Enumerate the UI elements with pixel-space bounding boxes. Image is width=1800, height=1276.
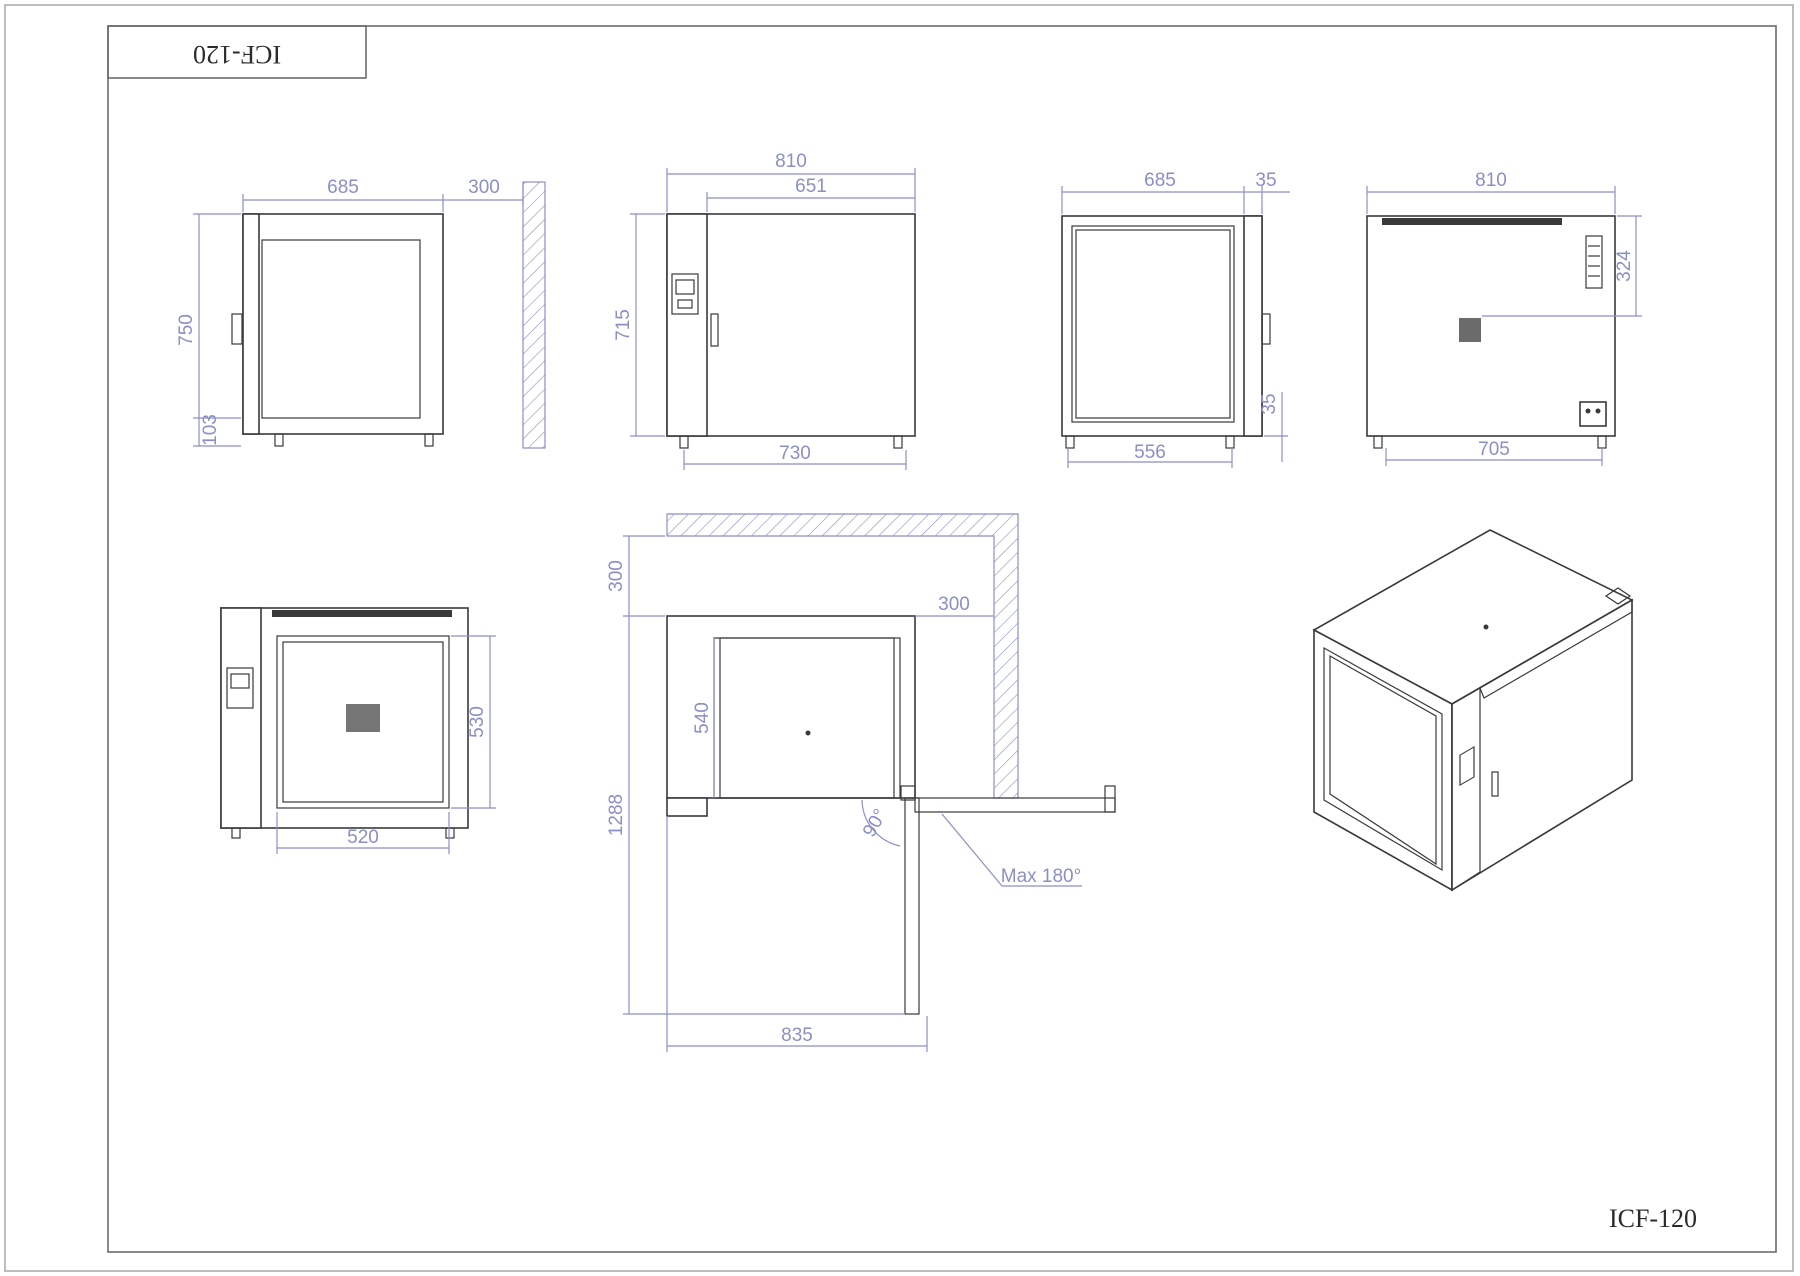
interior-view: 530 520 (220, 607, 496, 854)
dim-side-right-depth: 685 (1144, 170, 1176, 191)
iso-door-handle (1491, 771, 1499, 797)
bottom-model-label: ICF-120 (1609, 1204, 1697, 1233)
interior-fan-grille (346, 704, 380, 732)
dim-rear-vent-height: 324 (1614, 250, 1635, 282)
control-panel-display (671, 273, 699, 315)
dim-plan-side-clearance: 300 (938, 594, 970, 615)
rear-fan-grille (1459, 318, 1481, 342)
dim-front-width: 810 (775, 151, 807, 172)
interior-top-vents (272, 610, 452, 617)
isometric-view (1312, 529, 1634, 892)
plan-door-open-90 (904, 797, 920, 1015)
dim-interior-width: 520 (347, 827, 379, 848)
dim-plan-cavity-depth: 540 (692, 702, 713, 734)
rear-side-vent (1585, 235, 1603, 289)
plan-control-box (666, 797, 708, 817)
dim-side-clearance: 300 (468, 177, 500, 198)
dim-side-foot: 103 (200, 414, 221, 446)
dim-side-height: 750 (176, 314, 197, 346)
side-view-right: 685 35 556 35 (1061, 170, 1290, 468)
dim-rear-width: 810 (1475, 170, 1507, 191)
drawing-border (107, 25, 1777, 1253)
side-wall-hatch (522, 181, 546, 449)
title-block-top: ICF-120 (107, 25, 367, 79)
dim-plan-total-width: 835 (781, 1025, 813, 1046)
rear-view: 810 324 705 (1366, 170, 1642, 466)
front-view: 810 651 715 730 (613, 151, 916, 470)
dim-interior-height: 530 (467, 706, 488, 738)
dim-side-right-foot-span: 556 (1134, 442, 1166, 463)
dim-max-swing: Max 180° (1001, 866, 1081, 887)
rear-power-socket (1579, 401, 1607, 427)
dim-front-foot-span: 730 (779, 443, 811, 464)
outer-border (4, 4, 1794, 1272)
iso-control-panel (1459, 746, 1475, 787)
interior-control-panel (226, 667, 254, 709)
dim-plan-rear-clearance: 300 (606, 560, 627, 592)
plan-door-open-180 (914, 797, 1116, 813)
plan-view: 90° Max 180° 300 300 540 1288 835 (606, 513, 1116, 1052)
dim-front-height: 715 (613, 309, 634, 341)
dim-side-right-foot: 35 (1259, 393, 1280, 414)
side-view-left: 685 300 750 103 (176, 177, 546, 449)
dim-plan-total-depth: 1288 (606, 794, 627, 836)
dim-side-depth: 685 (327, 177, 359, 198)
dim-rear-foot-span: 705 (1478, 439, 1510, 460)
top-model-label: ICF-120 (193, 40, 281, 69)
dim-front-door-width: 651 (795, 176, 827, 197)
rear-top-vents (1382, 218, 1562, 225)
dim-side-right-offset: 35 (1255, 170, 1276, 191)
door-angle-arc (861, 799, 901, 847)
